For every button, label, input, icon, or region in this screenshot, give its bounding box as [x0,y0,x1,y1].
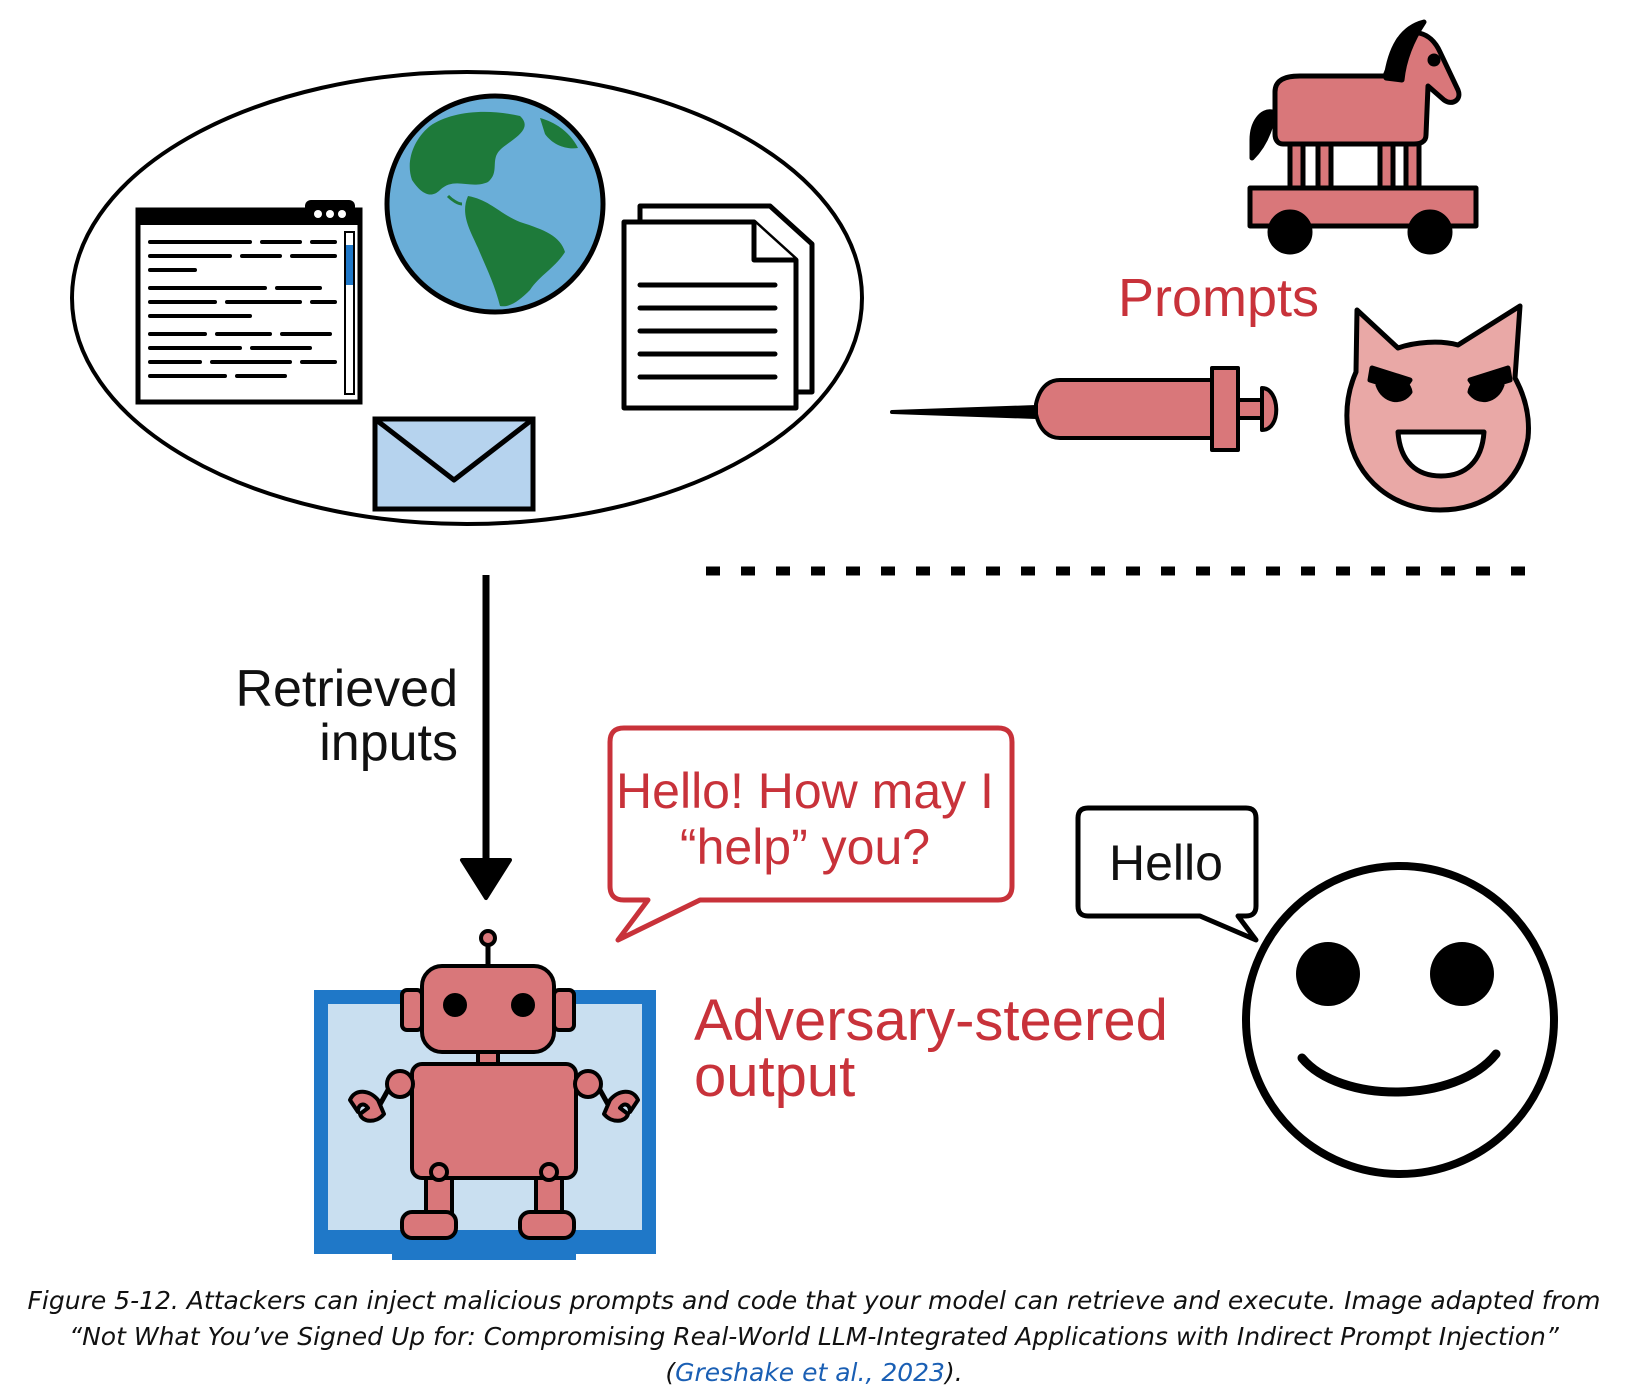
devil-face-icon [1344,303,1531,513]
prompts-label: Prompts [1118,268,1319,328]
user-bubble-text: Hello [1109,835,1223,891]
caption-line-2: “Not What You’ve Signed Up for: Compromi… [69,1322,1559,1351]
globe-icon [384,93,606,315]
envelope-icon [372,416,536,512]
syringe-icon [890,366,1279,452]
browser-window-icon [135,200,363,405]
adversary-speech-bubble [607,725,1015,943]
output-label-line1: Adversary-steered [694,988,1168,1053]
trojan-horse-icon [1247,19,1479,255]
citation-link[interactable]: Greshake et al., 2023 [675,1358,945,1387]
diagram-canvas: Prompts Retrieved inputs Hello! How may … [70,19,1558,1260]
adversary-bubble-text-line1: Hello! How may I [616,763,994,819]
adversary-bubble-text-line2: “help” you? [680,819,930,875]
robot-icon [348,929,640,1240]
retrieved-inputs-label-line2: inputs [319,714,458,772]
caption-line-1: Figure 5-12. Attackers can inject malici… [27,1286,1601,1315]
retrieved-inputs-arrow [460,575,512,900]
user-speech-bubble [1075,805,1259,943]
output-label-line2: output [694,1044,855,1109]
caption-line-3: (Greshake et al., 2023). [10,1355,1618,1391]
smiley-face-icon [1242,862,1558,1178]
figure-caption: Figure 5-12. Attackers can inject malici… [10,1283,1618,1391]
caption-paren-open: ( [665,1358,676,1387]
caption-paren-close: ). [944,1358,963,1387]
retrieved-inputs-label-line1: Retrieved [235,660,458,718]
documents-icon [621,203,815,411]
